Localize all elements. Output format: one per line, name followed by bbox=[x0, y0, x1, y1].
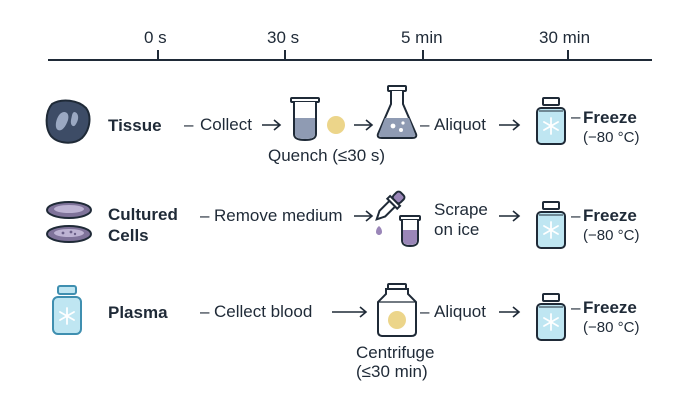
step-scrape: on ice bbox=[434, 220, 480, 239]
step-aliquot: Aliquot bbox=[434, 115, 486, 134]
row-label: Cultured bbox=[108, 205, 178, 224]
step-aliquot: Aliquot bbox=[434, 302, 486, 321]
snowflake-icon bbox=[59, 307, 75, 325]
freezer-vial-icon bbox=[536, 97, 566, 145]
step-collect: Collect bbox=[200, 115, 252, 134]
step-scrape: Scrape bbox=[434, 200, 488, 219]
arrow-right-icon bbox=[499, 119, 521, 131]
arrow-right-icon bbox=[499, 210, 521, 222]
step-collect-blood: Cellect blood bbox=[214, 302, 313, 321]
tube-icon bbox=[290, 97, 320, 142]
arrow-right-icon bbox=[354, 119, 374, 131]
freezer-vial-icon bbox=[536, 293, 566, 341]
step-dash: – bbox=[571, 107, 581, 126]
step-dash: – bbox=[200, 206, 210, 225]
flask-icon bbox=[376, 85, 418, 139]
snowflake-icon bbox=[543, 221, 559, 239]
step-dash: – bbox=[571, 206, 581, 225]
timeline-tick-label: 5 min bbox=[401, 28, 443, 47]
note-quench: Quench (≤30 s) bbox=[268, 146, 386, 165]
freezer-vial-icon bbox=[536, 201, 566, 249]
row-label: Plasma bbox=[108, 303, 168, 322]
arrow-right-icon bbox=[262, 119, 282, 131]
dropper-icon bbox=[375, 190, 421, 248]
snowflake-icon bbox=[543, 117, 559, 135]
petri-dish-icon bbox=[46, 201, 92, 243]
step-dash: – bbox=[200, 302, 210, 321]
step-dash: – bbox=[184, 115, 194, 134]
note-centrifuge: Centrifuge bbox=[356, 343, 435, 362]
step-dash: – bbox=[420, 115, 430, 134]
timeline-axis bbox=[48, 50, 652, 61]
freeze-temp: (−80 °C) bbox=[583, 129, 640, 146]
step-dash: – bbox=[420, 302, 430, 321]
quench-dot-icon bbox=[327, 116, 345, 134]
arrow-right-icon bbox=[354, 210, 374, 222]
arrow-right-icon bbox=[499, 306, 521, 318]
freeze-label: Freeze bbox=[583, 298, 637, 317]
timeline-tick-label: 30 min bbox=[539, 28, 591, 47]
freeze-label: Freeze bbox=[583, 108, 637, 127]
freeze-label: Freeze bbox=[583, 206, 637, 225]
timeline-tick-label: 0 s bbox=[144, 28, 167, 47]
step-dash: – bbox=[571, 298, 581, 317]
snowflake-icon bbox=[543, 313, 559, 331]
note-centrifuge-time: (≤30 min) bbox=[356, 362, 428, 381]
centrifuge-icon bbox=[377, 283, 417, 337]
row-label: Tissue bbox=[108, 116, 162, 135]
tissue-icon bbox=[45, 99, 91, 144]
freeze-temp: (−80 °C) bbox=[583, 319, 640, 336]
timeline-tick-label: 30 s bbox=[267, 28, 300, 47]
vial-icon bbox=[52, 285, 82, 335]
row-label: Cells bbox=[108, 226, 149, 245]
freeze-temp: (−80 °C) bbox=[583, 227, 640, 244]
step-remove-medium: Remove medium bbox=[214, 206, 343, 225]
arrow-right-icon bbox=[332, 306, 368, 318]
